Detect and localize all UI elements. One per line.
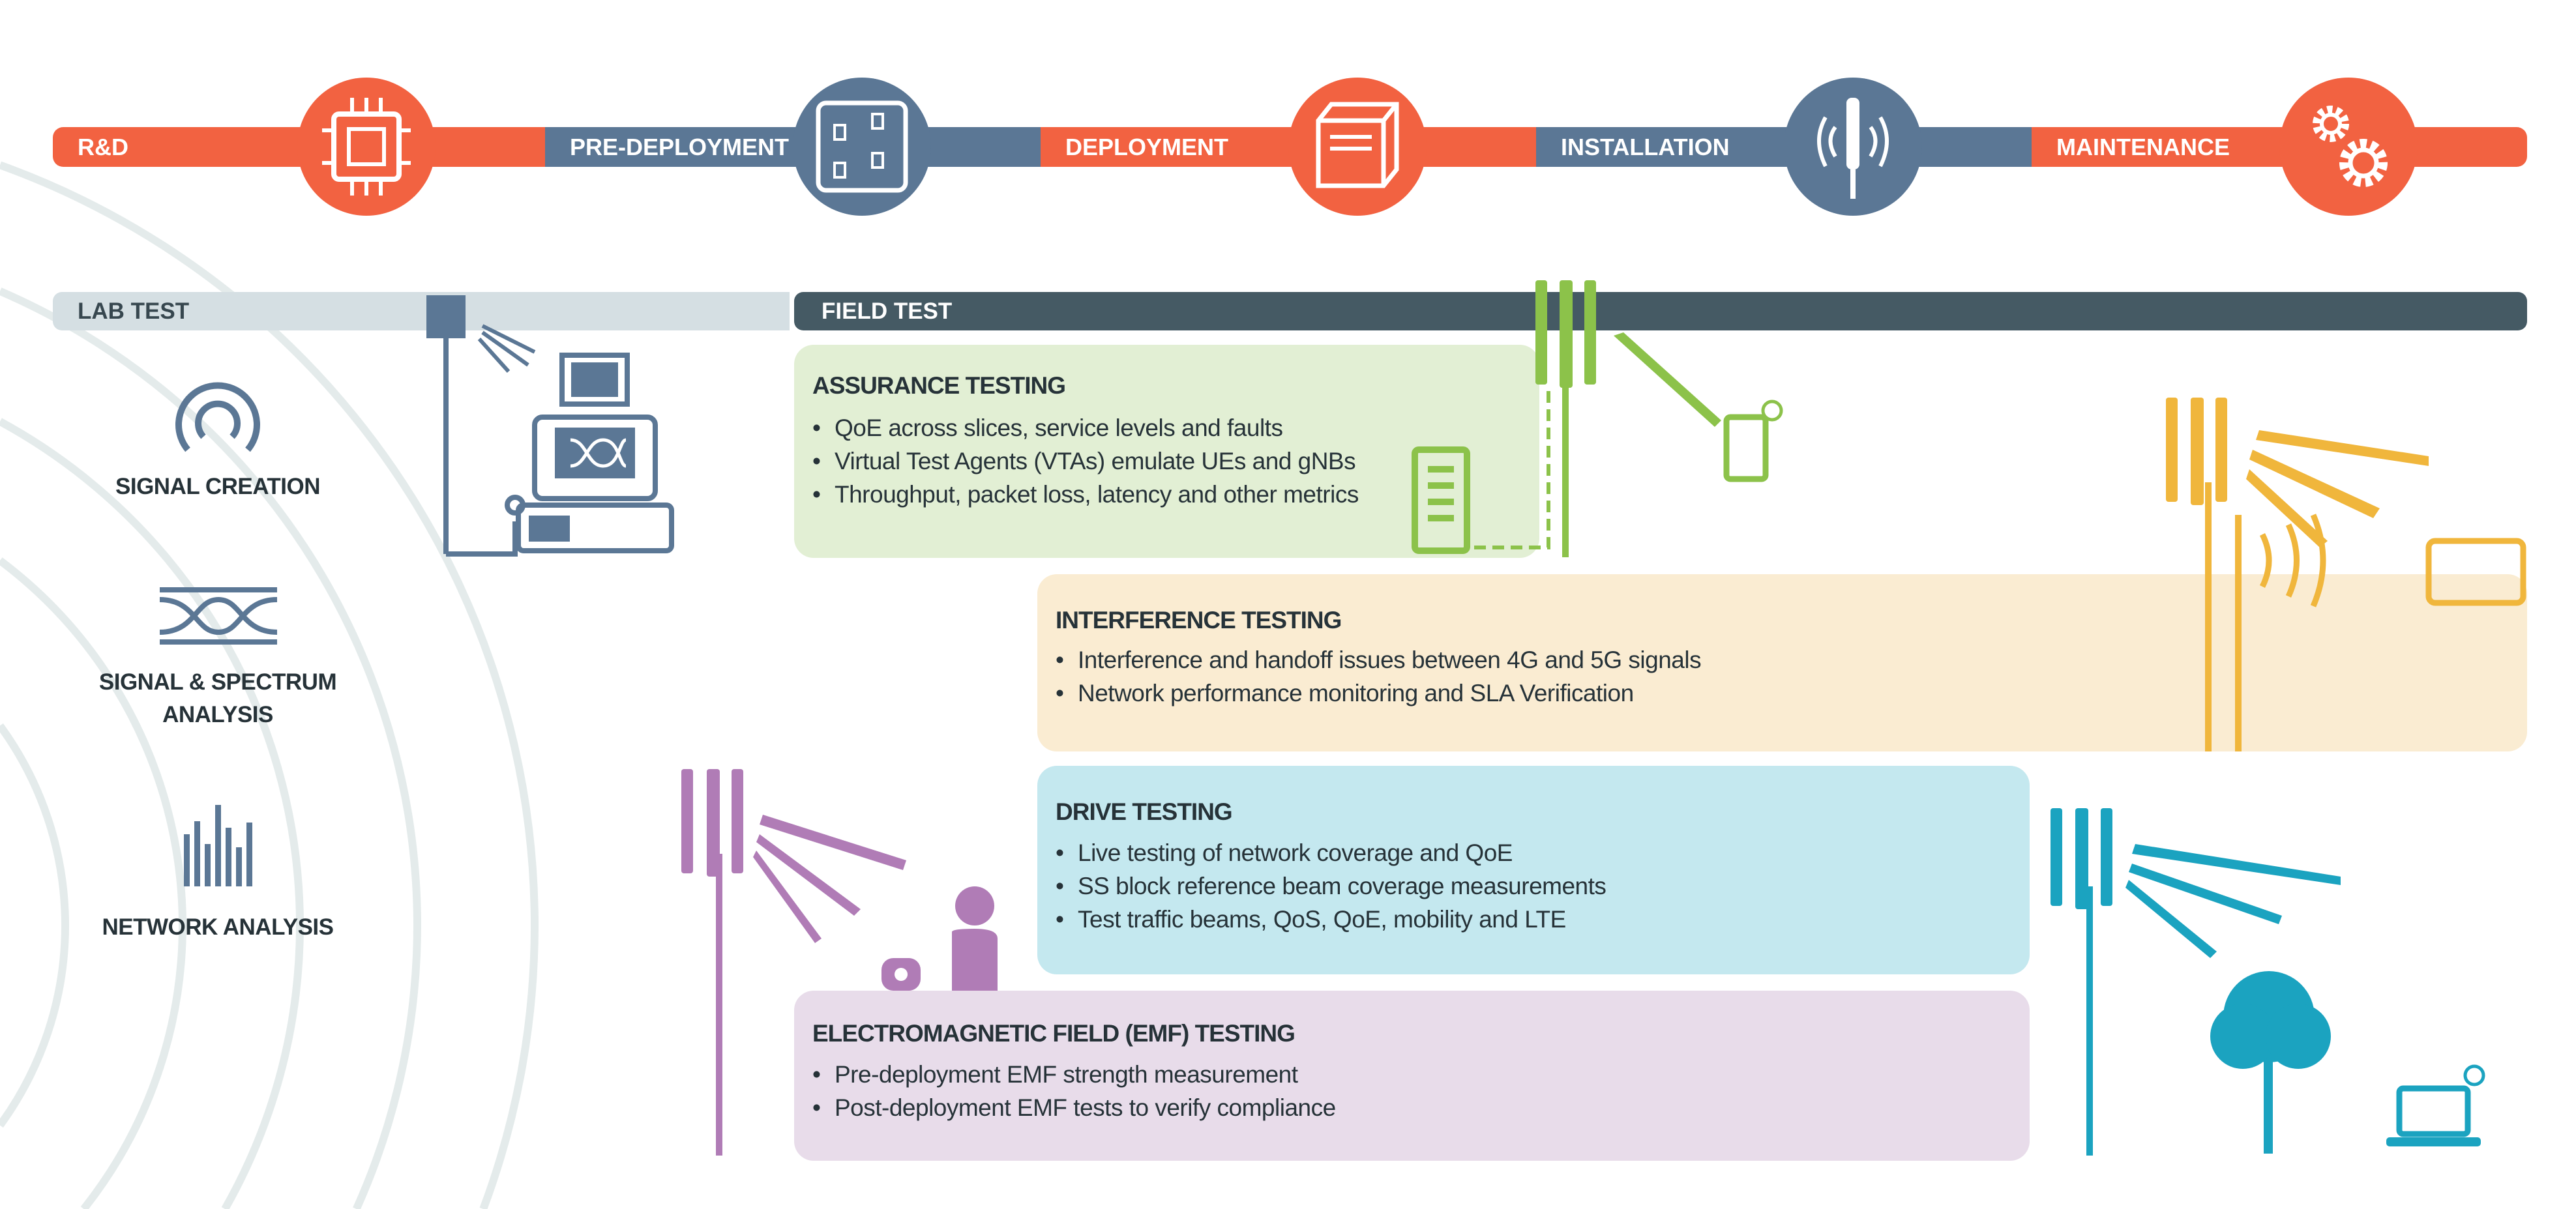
bullet: QoE across slices, service levels and fa…: [812, 411, 1359, 444]
stage-pre-deployment: PRE-DEPLOYMENT: [545, 127, 1041, 167]
bullet: Post-deployment EMF tests to verify comp…: [812, 1091, 1336, 1124]
emf-testing-box: ELECTROMAGNETIC FIELD (EMF) TESTING Pre-…: [794, 991, 2030, 1161]
stage-installation: INSTALLATION: [1536, 127, 2032, 167]
assurance-testing-box: ASSURANCE TESTING QoE across slices, ser…: [794, 345, 1539, 558]
stage-label: INSTALLATION: [1561, 134, 1730, 160]
field-test-bar: FIELD TEST: [794, 292, 2527, 330]
background-arc: [0, 723, 69, 1128]
drive-testing-box: DRIVE TESTING Live testing of network co…: [1037, 766, 2030, 974]
label-line: SIGNAL & SPECTRUM: [98, 669, 337, 695]
background-arc: [0, 418, 304, 1209]
background-arc: [0, 161, 539, 1209]
bullet: Throughput, packet loss, latency and oth…: [812, 478, 1359, 511]
stage-deployment: DEPLOYMENT: [1041, 127, 1536, 167]
bullet: SS block reference beam coverage measure…: [1056, 869, 1606, 903]
stage-label: DEPLOYMENT: [1065, 134, 1229, 160]
lab-test-label: LAB TEST: [78, 299, 190, 324]
bullet: Pre-deployment EMF strength measurement: [812, 1058, 1336, 1091]
background-arc: [0, 287, 421, 1209]
background-arc: [0, 557, 186, 1209]
lab-test-bar: LAB TEST: [53, 292, 790, 330]
bullet: Interference and handoff issues between …: [1056, 643, 1702, 677]
stage-label: R&D: [78, 134, 128, 160]
bullet-list: Pre-deployment EMF strength measurement …: [812, 1058, 1336, 1124]
signal-spectrum-analysis-label: SIGNAL & SPECTRUM ANALYSIS: [87, 666, 348, 731]
stage-label: PRE-DEPLOYMENT: [570, 134, 790, 160]
stage-label: MAINTENANCE: [2056, 134, 2230, 160]
bullet-list: Live testing of network coverage and QoE…: [1056, 836, 1606, 936]
stage-maintenance: MAINTENANCE: [2032, 127, 2527, 167]
bullet-list: QoE across slices, service levels and fa…: [812, 411, 1359, 511]
box-title: ASSURANCE TESTING: [812, 372, 1066, 399]
box-title: INTERFERENCE TESTING: [1056, 607, 1342, 634]
bullet: Network performance monitoring and SLA V…: [1056, 677, 1701, 710]
bullet: Test traffic beams, QoS, QoE, mobility a…: [1056, 903, 1606, 936]
network-analysis-label: NETWORK ANALYSIS: [102, 914, 334, 940]
field-test-label: FIELD TEST: [822, 299, 953, 324]
signal-creation-label: SIGNAL CREATION: [115, 474, 321, 499]
stage-rd: R&D: [53, 127, 545, 167]
box-title: DRIVE TESTING: [1056, 798, 1233, 825]
box-title: ELECTROMAGNETIC FIELD (EMF) TESTING: [812, 1020, 1295, 1047]
bullet-list: Interference and handoff issues between …: [1056, 643, 1702, 710]
label-line: ANALYSIS: [162, 702, 273, 727]
bullet: Live testing of network coverage and QoE: [1056, 836, 1606, 869]
interference-testing-box: INTERFERENCE TESTING Interference and ha…: [1037, 574, 2527, 751]
bullet: Virtual Test Agents (VTAs) emulate UEs a…: [812, 444, 1359, 478]
